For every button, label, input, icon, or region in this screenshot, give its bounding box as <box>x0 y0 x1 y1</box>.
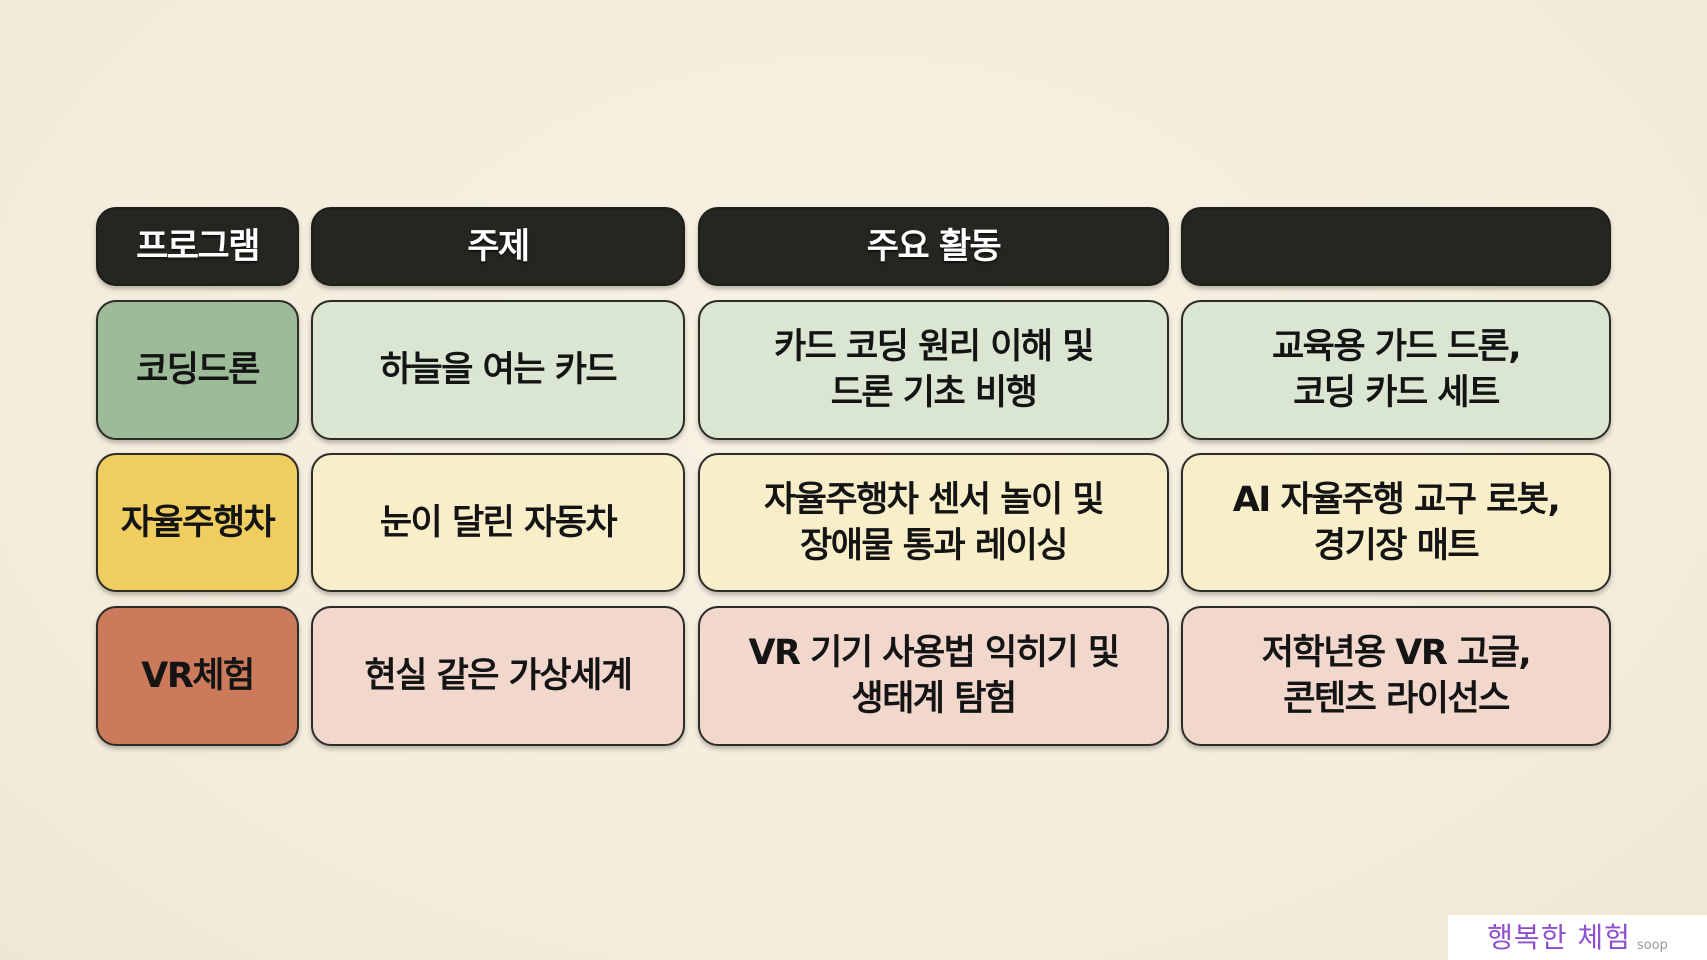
watermark-logo: 행복한 체험 soop <box>1448 915 1707 960</box>
watermark-title: 행복한 체험 <box>1487 921 1631 954</box>
materials-cell: AI 자율주행 교구 로봇, 경기장 매트 <box>1181 453 1611 592</box>
activity-cell: VR 기기 사용법 익히기 및 생태계 탐험 <box>698 606 1169 746</box>
program-cell: 자율주행차 <box>96 453 299 592</box>
activity-cell: 자율주행차 센서 놀이 및 장애물 통과 레이싱 <box>698 453 1169 592</box>
header-materials <box>1181 207 1611 286</box>
topic-cell: 현실 같은 가상세계 <box>311 606 685 746</box>
program-cell: VR체험 <box>96 606 299 746</box>
header-program: 프로그램 <box>96 207 299 286</box>
topic-cell: 하늘을 여는 카드 <box>311 300 685 440</box>
program-cell: 코딩드론 <box>96 300 299 440</box>
activity-cell: 카드 코딩 원리 이해 및 드론 기초 비행 <box>698 300 1169 440</box>
materials-cell: 저학년용 VR 고글, 콘텐츠 라이선스 <box>1181 606 1611 746</box>
topic-cell: 눈이 달린 자동차 <box>311 453 685 592</box>
header-topic: 주제 <box>311 207 685 286</box>
watermark-sub: soop <box>1636 938 1668 953</box>
materials-cell: 교육용 가드 드론, 코딩 카드 세트 <box>1181 300 1611 440</box>
header-activity: 주요 활동 <box>698 207 1169 286</box>
